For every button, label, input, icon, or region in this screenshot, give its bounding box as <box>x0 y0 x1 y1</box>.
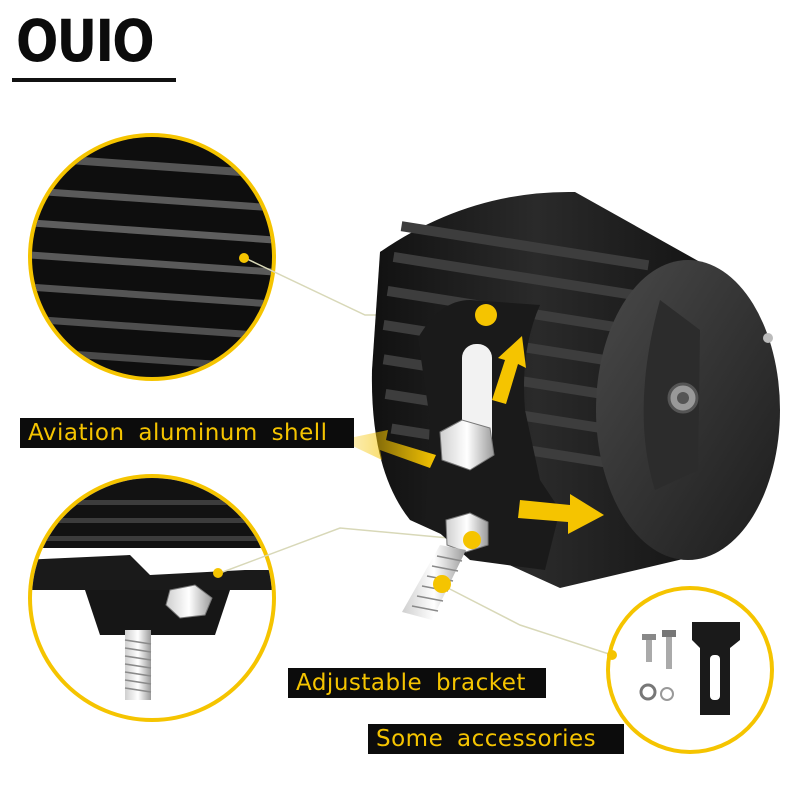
accessories-closeup <box>606 586 774 754</box>
bracket-closeup <box>28 474 276 722</box>
light-housing <box>371 191 780 620</box>
callout-dots <box>213 253 617 660</box>
arrow-up-icon <box>492 336 526 404</box>
accessories-label: Some accessories <box>368 724 624 754</box>
brand-name: OUIO <box>16 7 155 75</box>
arrow-left-icon <box>340 430 436 468</box>
washer-icon <box>660 687 674 701</box>
bracket-label: Adjustable bracket <box>288 668 546 698</box>
brand-logo: OUIO <box>12 6 176 82</box>
bracket-plate <box>692 622 740 715</box>
fins-closeup <box>28 133 276 381</box>
arrow-right-icon <box>518 494 604 534</box>
bolt-icon <box>642 630 676 669</box>
nut-icon <box>639 683 657 701</box>
shell-label: Aviation aluminum shell <box>20 418 354 448</box>
